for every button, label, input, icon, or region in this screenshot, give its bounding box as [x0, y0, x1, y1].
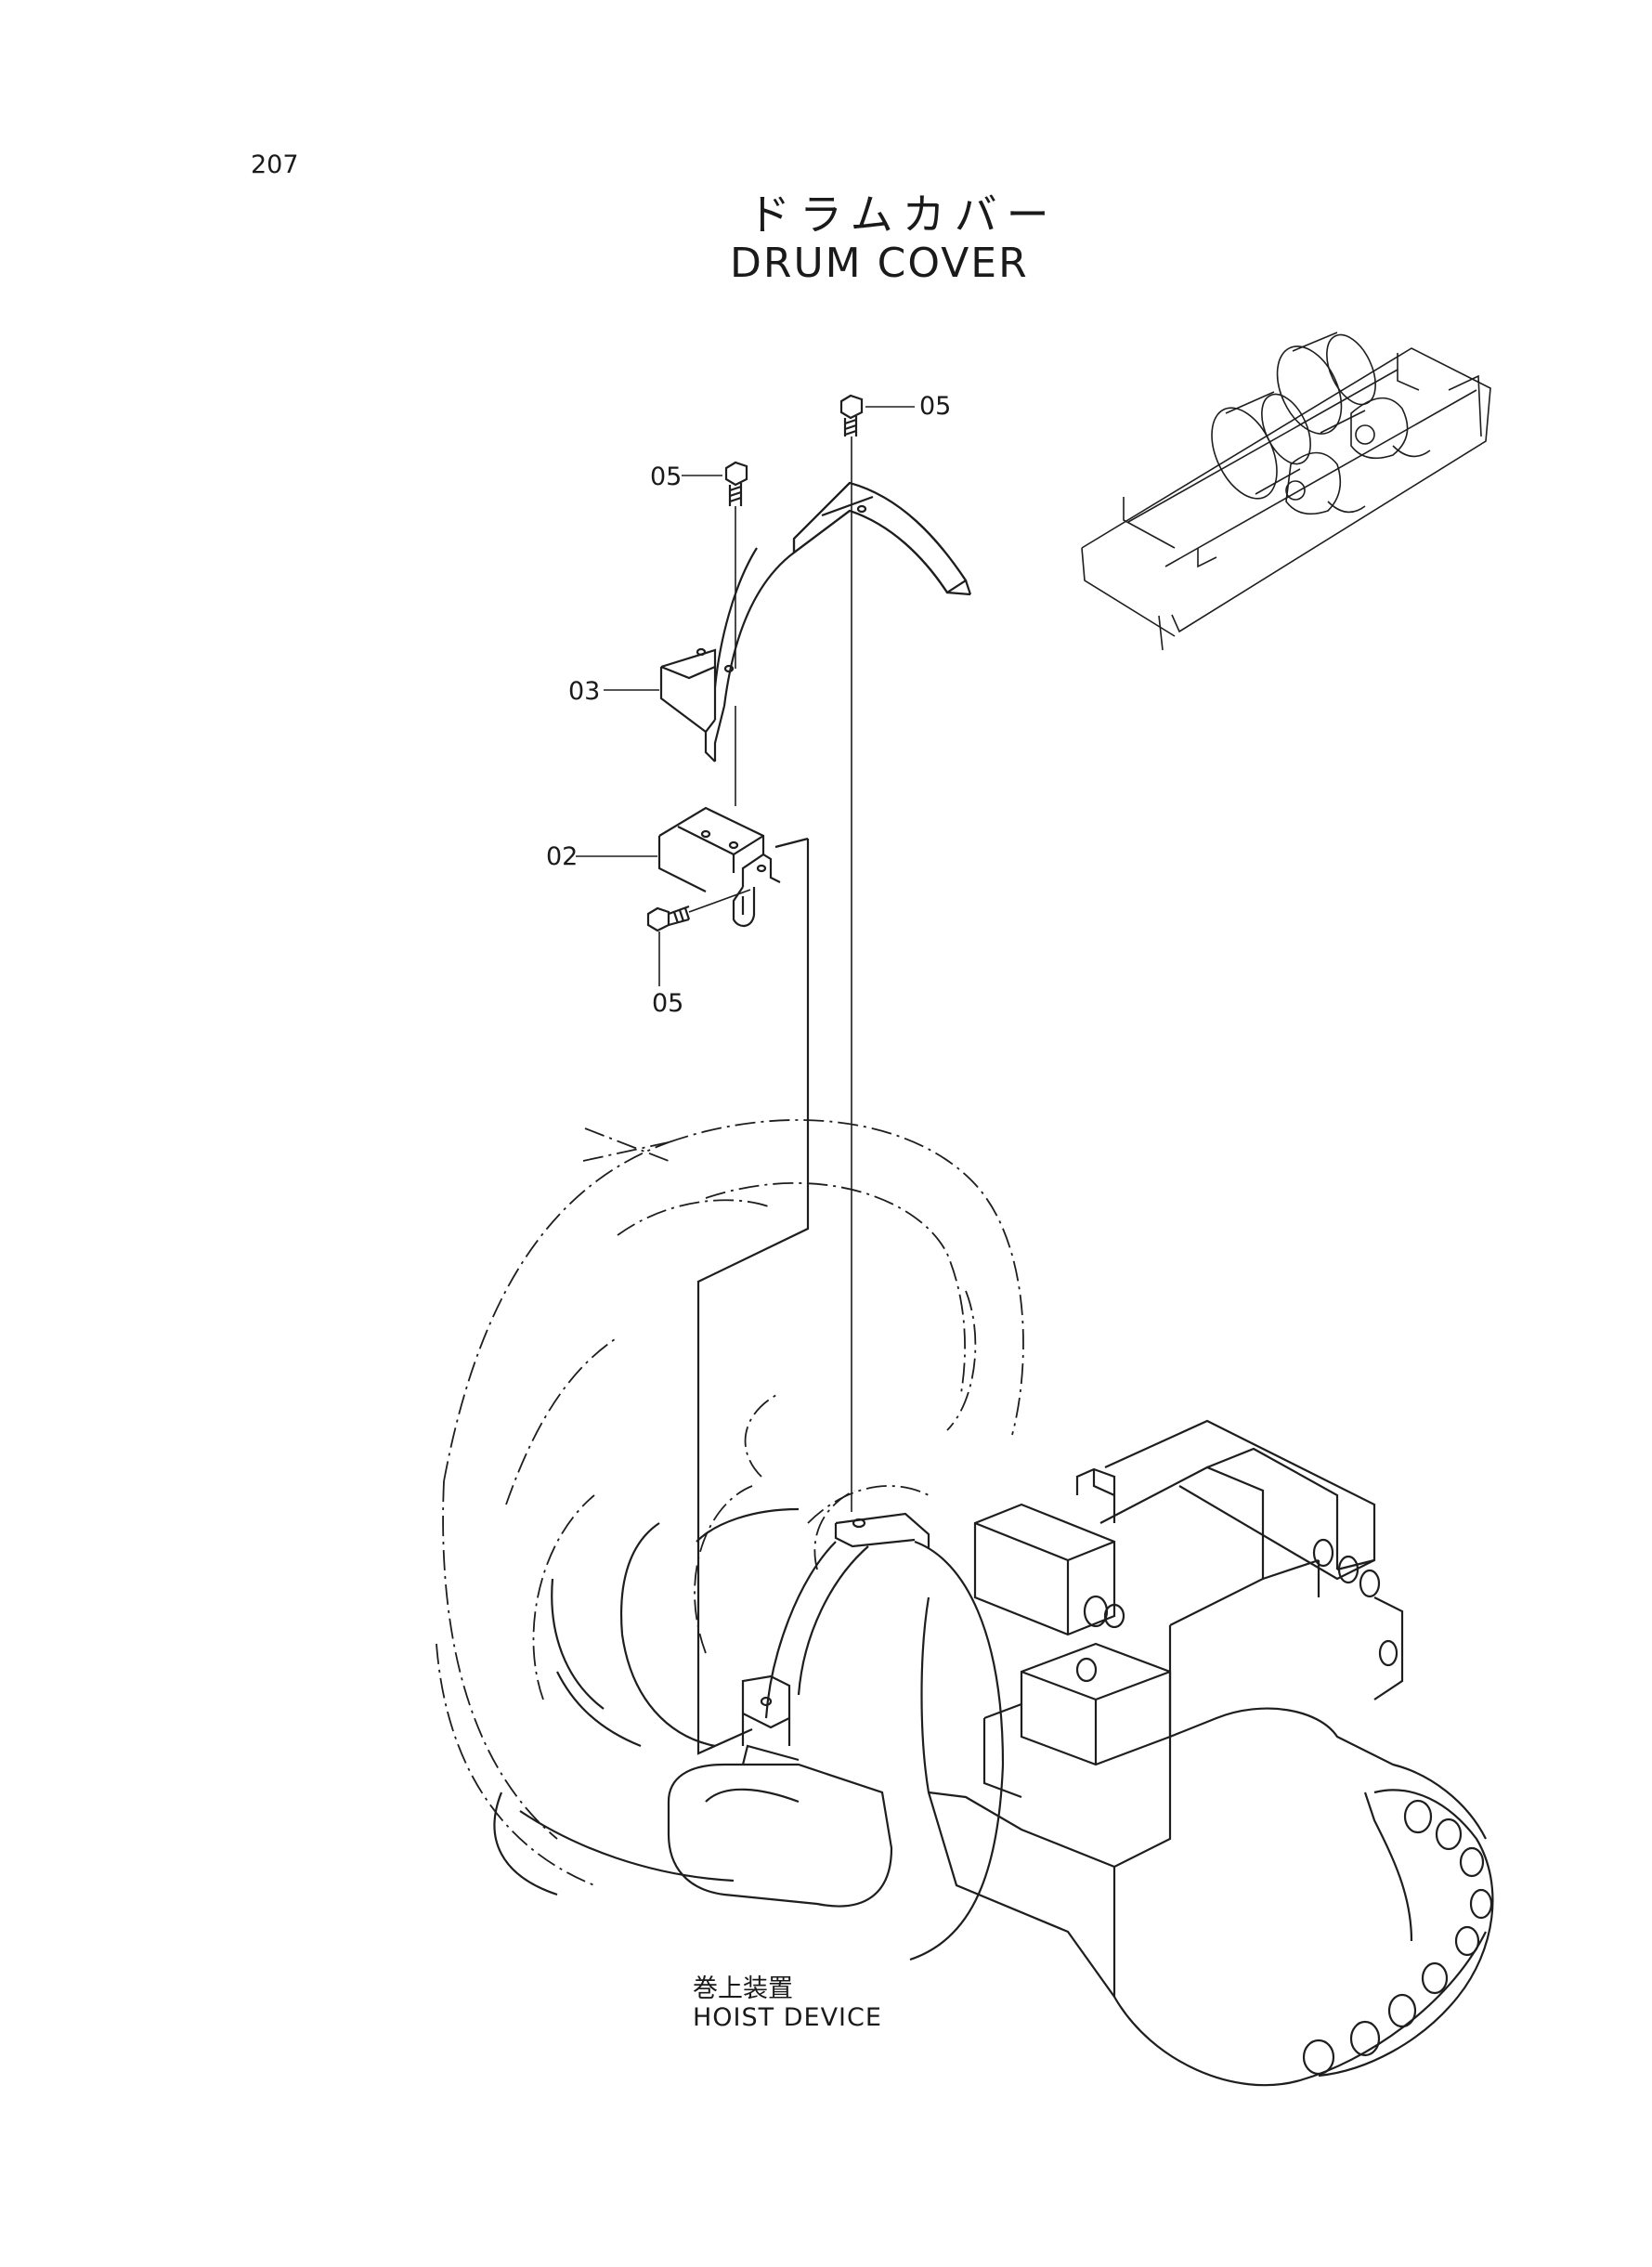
hoist-drum-outline [436, 1119, 1024, 1886]
cover-side-plate [696, 837, 810, 1755]
callout-label: 03 [568, 677, 601, 706]
part-05-bolt-upper-left [724, 461, 748, 506]
assembly-lines [688, 436, 852, 1512]
page-number: 207 [251, 150, 299, 179]
part-05-bolt-lower [646, 905, 691, 932]
callout-label: 05 [652, 989, 684, 1018]
drum-flange [667, 1512, 1005, 1961]
part-03-drum-cover [659, 481, 972, 762]
hoist-gearbox [920, 1419, 1494, 2087]
hoist-drum-body [493, 1507, 800, 1896]
part-05-bolt-top [839, 394, 864, 436]
location-inset-drawing [1081, 332, 1491, 651]
part-02-bracket [657, 806, 781, 927]
page-title: DRUM COVER [730, 240, 1029, 287]
callout-leaders [576, 406, 915, 986]
callout-label: 05 [650, 463, 683, 491]
assembly-label: HOIST DEVICE [693, 2003, 882, 2032]
callout-label: 05 [919, 392, 952, 421]
callout-label: 02 [546, 842, 579, 871]
assembly-label-japanese: 巻上装置 [693, 1974, 793, 2003]
page-title-japanese: ドラムカバー [748, 189, 1059, 240]
